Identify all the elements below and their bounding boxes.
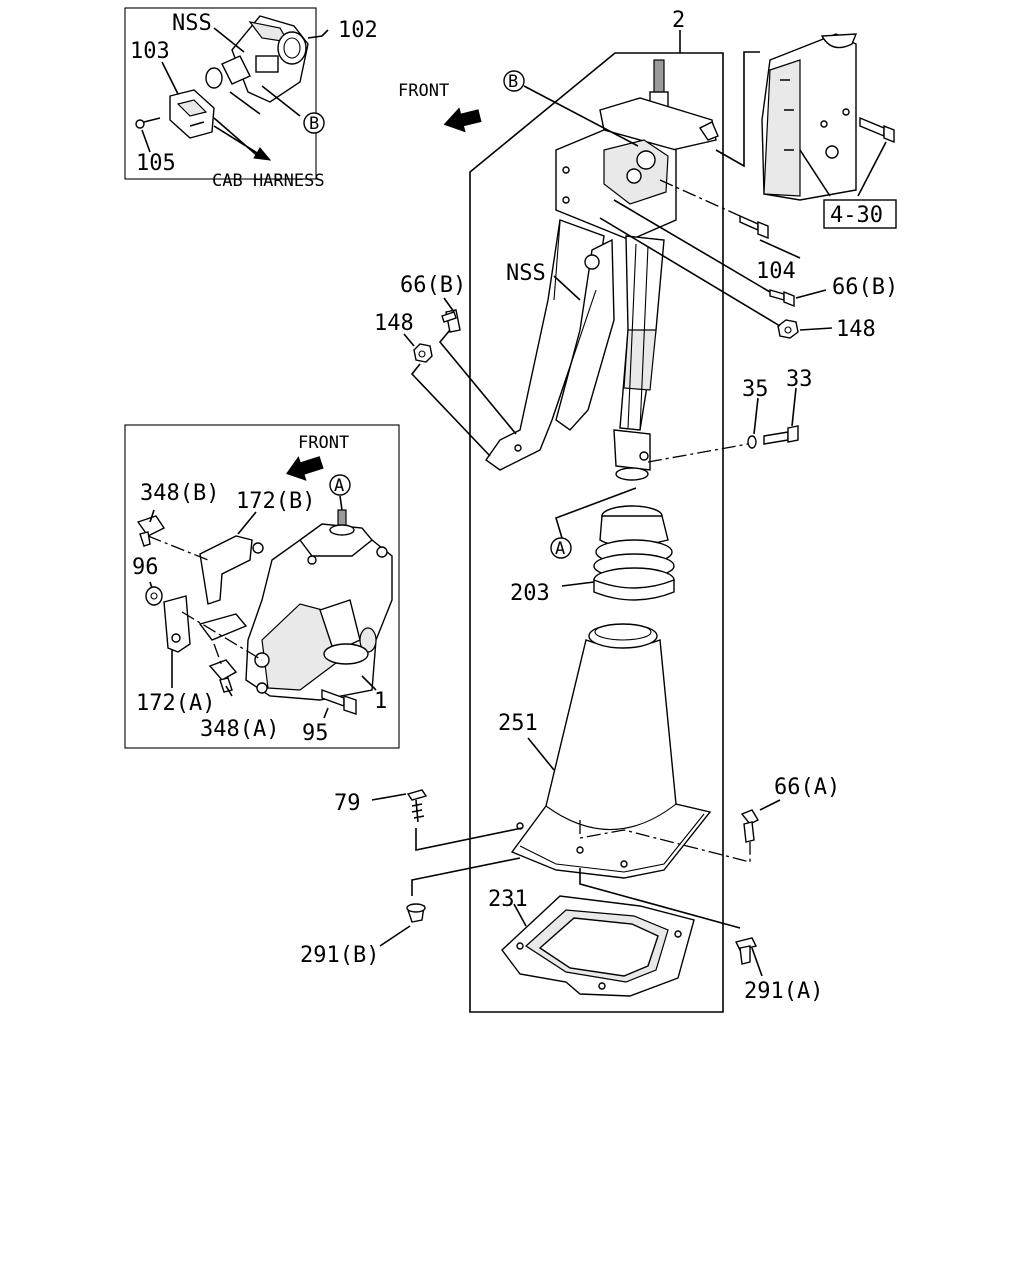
bracket-172b-part — [199, 535, 264, 605]
label-95: 95 — [302, 721, 329, 746]
label-203: 203 — [510, 581, 550, 606]
label-96: 96 — [132, 555, 159, 580]
bolt-95-part — [321, 689, 357, 715]
label-66a: 66(A) — [774, 775, 840, 800]
label-cab-harness: CAB HARNESS — [212, 171, 325, 191]
label-2: 2 — [672, 8, 685, 33]
label-104: 104 — [756, 259, 796, 284]
label-291b: 291(B) — [300, 943, 379, 968]
label-4-30: 4-30 — [830, 203, 883, 228]
bracket-cover-part — [761, 33, 858, 201]
nut-148-left-part — [413, 343, 433, 363]
label-148-left: 148 — [374, 311, 414, 336]
nut-96-part — [145, 586, 163, 606]
bolt-430-part — [859, 116, 895, 144]
label-291a: 291(A) — [744, 979, 823, 1004]
callout-a-main: A — [555, 539, 565, 559]
label-35: 35 — [742, 377, 769, 402]
washer-35-part — [747, 435, 757, 449]
connector-103-part — [169, 89, 215, 139]
label-79: 79 — [334, 791, 361, 816]
label-front-top: FRONT — [398, 81, 449, 101]
boot-251-part — [510, 623, 712, 879]
nss-connector-inset — [124, 7, 329, 180]
bolt-66b-right-part — [769, 289, 795, 308]
screw-79-part — [406, 789, 428, 823]
clip-66a-part — [740, 809, 759, 843]
bolt-104-part — [739, 214, 769, 240]
main-assembly-frame — [469, 30, 724, 1013]
gear-housing-part — [245, 509, 393, 701]
plate-231-part — [501, 895, 695, 997]
front-arrow-icon — [443, 107, 482, 133]
nss-bracket-part — [485, 219, 615, 471]
label-33: 33 — [786, 367, 813, 392]
cab-harness-arrow-icon — [213, 125, 272, 161]
bracket-172a-part — [163, 595, 248, 653]
callout-b-main: B — [508, 72, 518, 92]
label-front-inset: FRONT — [298, 433, 349, 453]
label-1: 1 — [374, 689, 387, 714]
boot-203-part — [593, 505, 675, 601]
label-66b-right: 66(B) — [832, 275, 898, 300]
clip-348a-part — [208, 659, 238, 693]
label-105: 105 — [136, 151, 176, 176]
label-348b: 348(B) — [140, 481, 219, 506]
ref-box-430 — [823, 199, 897, 229]
front-arrow-icon — [286, 456, 324, 481]
label-348a: 348(A) — [200, 717, 279, 742]
clip-348b-part — [136, 515, 166, 547]
label-102: 102 — [338, 18, 378, 43]
nss-switch-part — [205, 15, 309, 103]
bolt-33-part — [763, 425, 799, 445]
nut-148-right-part — [777, 319, 799, 339]
label-nss-mid: NSS — [506, 261, 546, 286]
label-251: 251 — [498, 711, 538, 736]
callout-b-inset: B — [309, 114, 319, 134]
shift-column-part — [613, 235, 665, 481]
label-148-right: 148 — [836, 317, 876, 342]
clip-291a-part — [734, 937, 758, 965]
label-66b-left: 66(B) — [400, 273, 466, 298]
label-172a: 172(A) — [136, 691, 215, 716]
bolt-66b-left-part — [441, 309, 461, 333]
label-nss-top: NSS — [172, 11, 212, 36]
label-103: 103 — [130, 39, 170, 64]
screw-105-part — [135, 117, 161, 129]
label-231: 231 — [488, 887, 528, 912]
callout-a-inset: A — [334, 476, 344, 496]
shift-mechanism-inset — [124, 424, 400, 749]
shift-lever-part — [555, 59, 719, 241]
grommet-291b-part — [406, 903, 426, 923]
label-172b: 172(B) — [236, 489, 315, 514]
